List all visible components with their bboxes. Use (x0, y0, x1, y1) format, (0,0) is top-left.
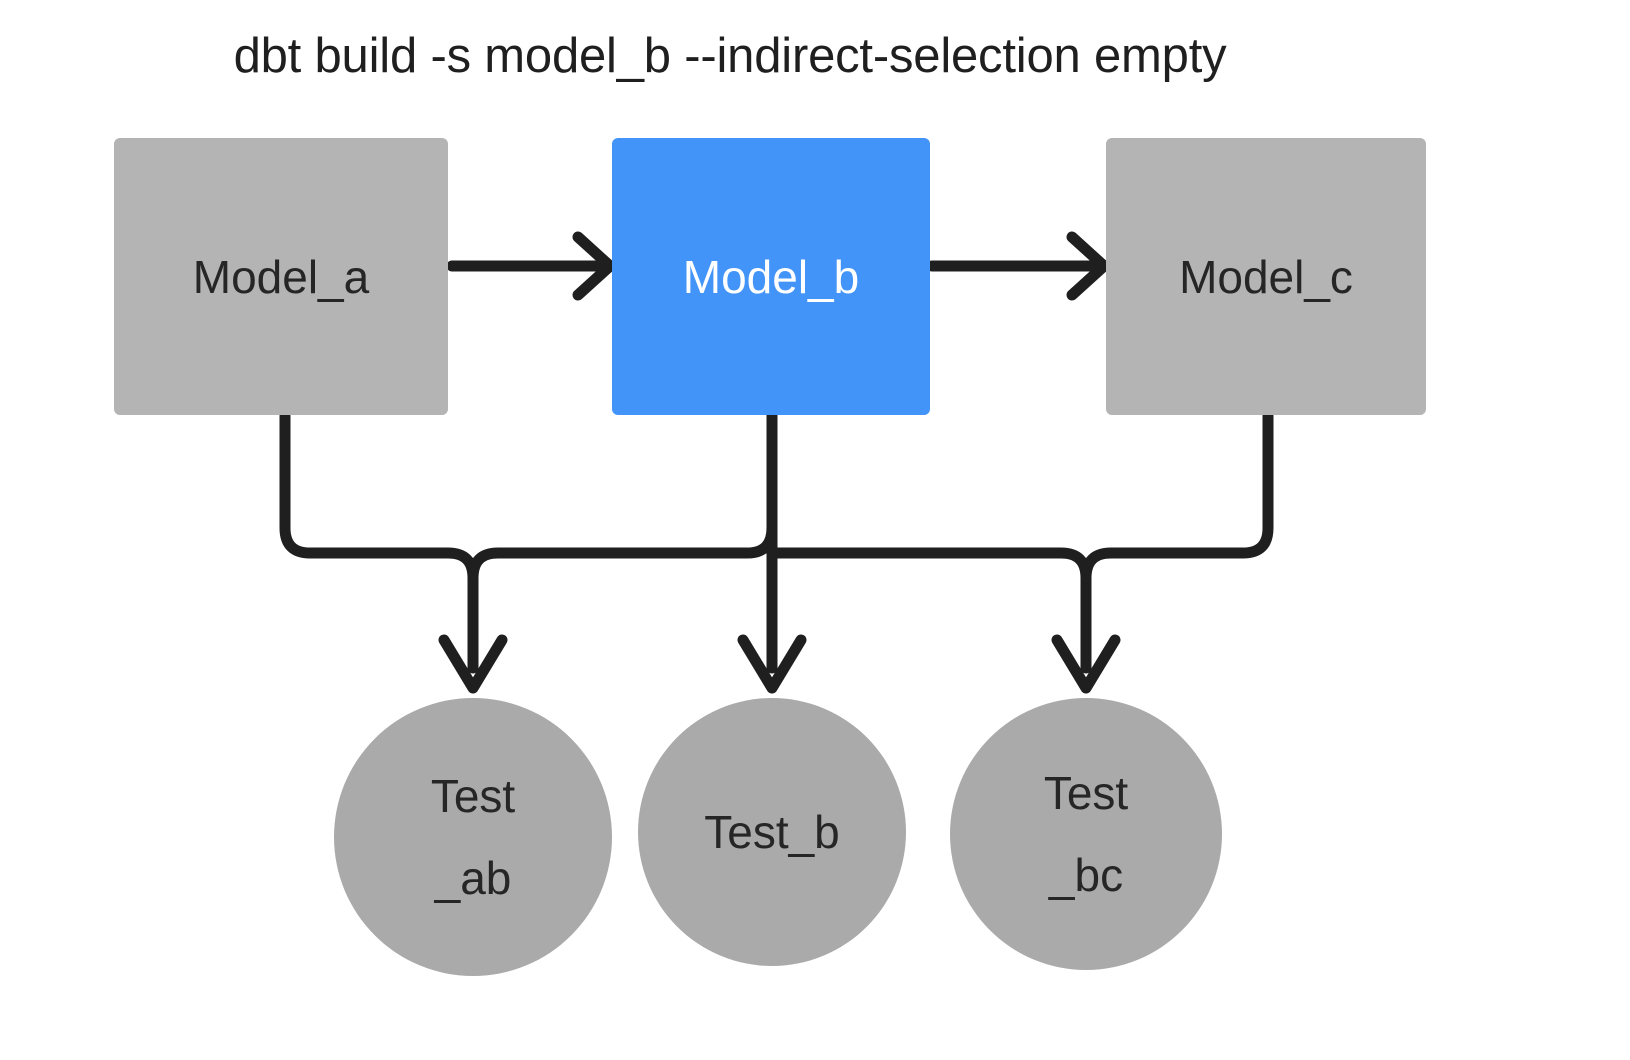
node-test-ab-label-line-1: Test (430, 770, 516, 822)
page-title: dbt build -s model_b --indirect-selectio… (233, 29, 1227, 83)
node-model-b-label: Model_b (682, 250, 860, 303)
edge-model-b-to-test-ab (467, 410, 778, 584)
edge-model-c-to-test-bc (1080, 410, 1274, 584)
node-test-b[interactable]: Test_b (638, 698, 906, 966)
node-model-c[interactable]: Model_c (1106, 138, 1426, 415)
arrowhead-model-b (572, 231, 616, 301)
node-model-b[interactable]: Model_b (612, 138, 930, 415)
node-test-bc-label-line-2: _bc (1048, 849, 1124, 901)
node-test-b-label-line-1: Test_b (704, 806, 840, 858)
node-test-bc-label-line-1: Test (1043, 767, 1129, 819)
node-test-bc[interactable]: Test _bc (950, 698, 1222, 970)
node-model-a[interactable]: Model_a (114, 138, 448, 415)
node-model-a-label: Model_a (192, 250, 370, 303)
arrowhead-test-b (737, 634, 807, 694)
node-test-ab-label-line-2: _ab (434, 852, 512, 904)
node-model-c-label: Model_c (1179, 250, 1353, 303)
edge-model-b-to-test-bc (766, 547, 1092, 674)
arrowhead-test-ab (438, 634, 508, 694)
arrowhead-model-c (1066, 231, 1110, 301)
node-test-ab[interactable]: Test _ab (334, 698, 612, 976)
arrowhead-test-bc (1051, 634, 1121, 694)
edge-model-a-to-test-ab (279, 410, 479, 674)
